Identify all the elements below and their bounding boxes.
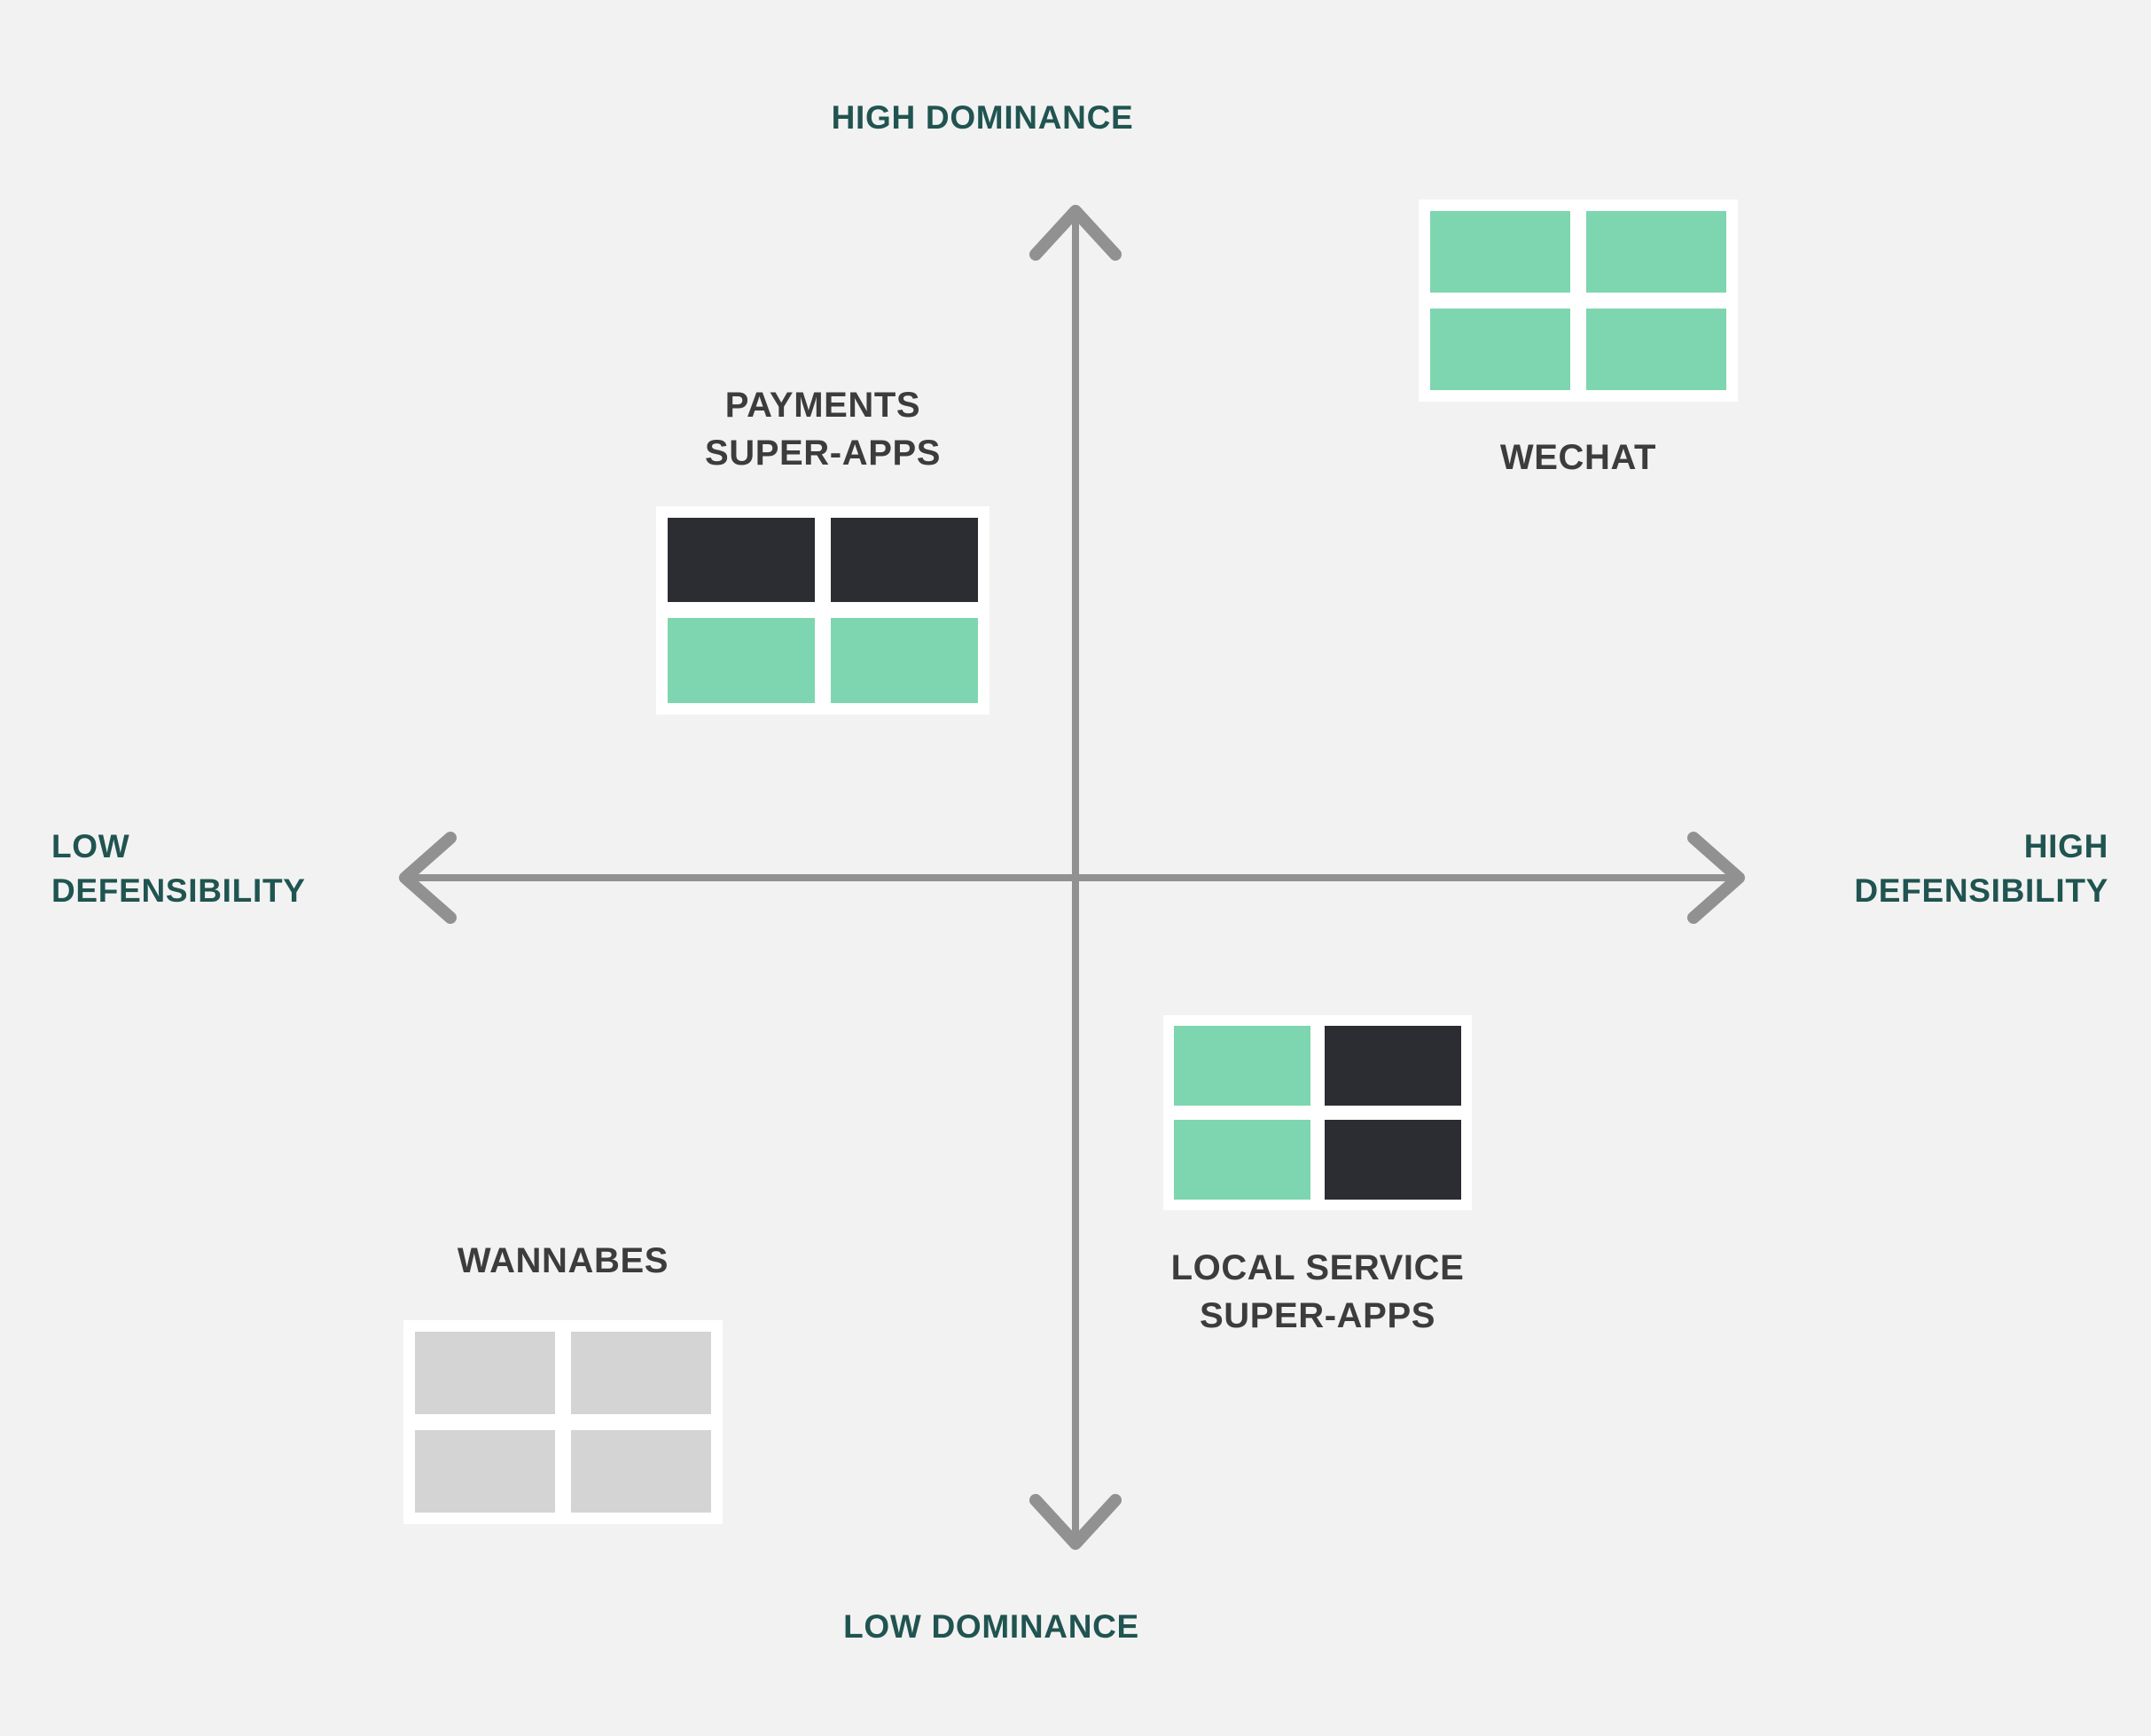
app-tile-dark <box>1325 1026 1461 1106</box>
axis-label-high-defensibility: HIGH DEFENSIBILITY <box>1854 828 2108 909</box>
quadrant-label-wannabes: WANNABES <box>457 1241 669 1280</box>
app-tile-green <box>1586 211 1726 293</box>
axis-arrow-down-icon <box>1029 1494 1122 1550</box>
quadrant-item-payments-super-apps: PAYMENTS SUPER-APPS <box>656 381 989 715</box>
quadrant-item-wechat: WECHAT <box>1419 199 1738 481</box>
app-tile-green <box>1430 211 1570 293</box>
app-tile-dark <box>831 517 978 603</box>
app-tile-gray <box>415 1430 555 1513</box>
axis-label-high-dominance: HIGH DOMINANCE <box>831 99 1134 136</box>
app-grid-icon-wannabes <box>403 1320 723 1525</box>
app-tile-green <box>668 618 815 703</box>
app-tile-gray <box>571 1430 711 1513</box>
axis-arrow-left-icon <box>399 832 457 924</box>
app-tile-green <box>1174 1026 1310 1106</box>
app-grid-icon-payments-super-apps <box>656 505 989 715</box>
app-tile-dark <box>668 517 815 603</box>
axis-arrow-right-icon <box>1687 832 1745 924</box>
app-tile-dark <box>1325 1120 1461 1200</box>
quadrant-item-local-service-super-apps: LOCAL SERVICE SUPER-APPS <box>1163 1015 1472 1341</box>
app-grid-icon-local-service-super-apps <box>1163 1015 1472 1210</box>
quadrant-item-wannabes: WANNABES <box>403 1237 723 1525</box>
quadrant-label-wechat: WECHAT <box>1499 438 1657 477</box>
quadrant-label-local-service-super-apps: LOCAL SERVICE SUPER-APPS <box>1170 1248 1465 1336</box>
axis-arrow-up-icon <box>1029 205 1122 261</box>
app-tile-green <box>1586 309 1726 390</box>
app-tile-gray <box>571 1332 711 1415</box>
app-grid-icon-wechat <box>1419 199 1738 402</box>
app-tile-green <box>1430 309 1570 390</box>
axis-label-low-defensibility: LOW DEFENSIBILITY <box>51 828 306 909</box>
axis-label-low-dominance: LOW DOMINANCE <box>843 1608 1139 1645</box>
quadrant-label-payments-super-apps: PAYMENTS SUPER-APPS <box>704 386 942 473</box>
app-tile-green <box>831 618 978 703</box>
app-tile-gray <box>415 1332 555 1415</box>
app-tile-green <box>1174 1120 1310 1200</box>
